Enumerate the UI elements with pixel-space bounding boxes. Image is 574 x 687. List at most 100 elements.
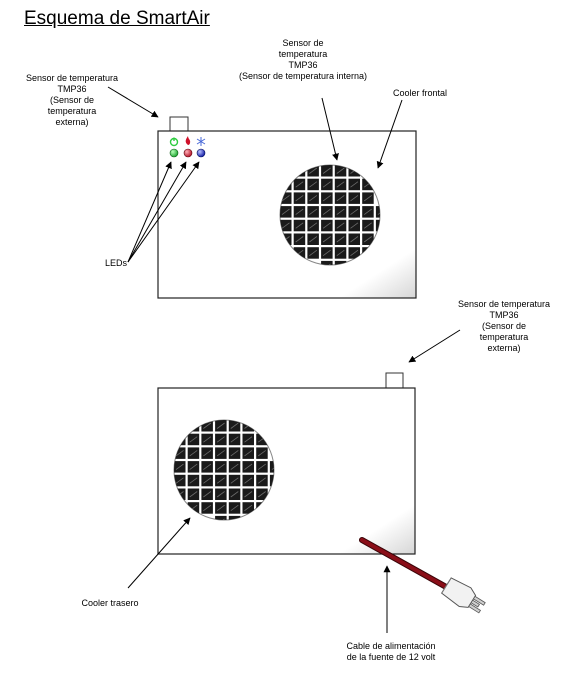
front-cooler-grill xyxy=(280,165,380,265)
fan-blade-hint xyxy=(244,477,253,484)
fan-blade-hint xyxy=(322,236,331,243)
fan-blade-hint xyxy=(257,477,266,484)
label-line: TMP36 xyxy=(489,310,519,320)
fan-blade-hint xyxy=(175,450,184,457)
fan-blade-hint xyxy=(189,477,198,484)
fan-blade-hint xyxy=(230,491,239,498)
fan-blade-hint xyxy=(230,450,239,457)
fan-blade-hint xyxy=(271,463,274,470)
label-line: LEDs xyxy=(104,258,127,268)
label-line: TMP36 xyxy=(57,84,87,94)
fan-blade-hint xyxy=(363,222,372,229)
label-line: temperatura xyxy=(479,332,529,342)
annotation-arrows xyxy=(107,86,461,633)
fan-blade-hint xyxy=(189,491,198,498)
grill-cell xyxy=(321,260,333,265)
fan-blade-hint xyxy=(309,222,318,229)
fan-blade-hint xyxy=(175,477,184,484)
fan-blade-hint xyxy=(216,491,225,498)
fan-blade-hint xyxy=(336,249,345,257)
led-panel xyxy=(169,136,206,158)
fan-blade-hint xyxy=(350,181,359,188)
fan-blade-hint xyxy=(244,436,253,443)
label-line: TMP36 xyxy=(288,60,318,70)
fan-blade-hint xyxy=(281,208,290,215)
label-line: externa) xyxy=(487,343,521,353)
power-icon xyxy=(169,137,179,147)
fan-blade-hint xyxy=(230,436,239,443)
label-line: Cooler trasero xyxy=(81,598,139,608)
fan-blade-hint xyxy=(363,195,372,202)
fan-blade-hint xyxy=(175,463,184,470)
grill-cell xyxy=(269,461,274,473)
grill-cell xyxy=(269,474,274,487)
fan-blade-hint xyxy=(244,463,253,470)
label-cable: Cable de alimentación de la fuente de 12… xyxy=(336,641,446,663)
fan-blade-hint xyxy=(363,208,372,215)
front-cooler xyxy=(279,164,381,266)
fan-blade-hint xyxy=(230,477,239,484)
arrow-sensor-right xyxy=(408,329,461,363)
fan-blade-hint xyxy=(203,477,212,484)
fan-blade-hint xyxy=(309,249,318,257)
label-sensor-right: Sensor de temperatura TMP36 (Sensor de t… xyxy=(450,299,558,354)
label-line: temperatura xyxy=(278,49,328,59)
label-line: Cable de alimentación xyxy=(346,641,436,651)
fan-blade-hint xyxy=(189,463,198,470)
fan-blade-hint xyxy=(322,167,331,174)
grill-cell xyxy=(375,219,380,232)
red-led xyxy=(183,148,193,158)
fan-blade-hint xyxy=(257,491,266,498)
front-unit xyxy=(157,116,417,299)
fan-blade-hint xyxy=(295,195,304,202)
fan-blade-hint xyxy=(216,422,225,429)
fan-blade-hint xyxy=(336,195,345,202)
fan-blade-hint xyxy=(216,436,225,443)
fan-blade-hint xyxy=(244,450,253,457)
fan-blade-hint xyxy=(350,208,359,215)
fan-blade-hint xyxy=(257,463,266,470)
external-sensor-right xyxy=(385,372,404,390)
fan-blade-hint xyxy=(336,236,345,243)
arrow-sensor-internal xyxy=(321,97,339,161)
rear-unit xyxy=(157,372,486,614)
fan-blade-hint xyxy=(309,236,318,243)
fan-blade-hint xyxy=(203,491,212,498)
label-line: de la fuente de 12 volt xyxy=(346,652,436,662)
arrow-led-blue xyxy=(127,161,200,263)
fan-blade-hint xyxy=(336,181,345,188)
grill-cell xyxy=(215,515,227,520)
fan-blade-hint xyxy=(322,195,331,202)
arrow-cooler-frontal xyxy=(376,99,403,169)
grill-cell xyxy=(228,515,241,520)
arrow-led-green xyxy=(127,161,172,263)
snowflake-icon xyxy=(196,137,206,146)
fan-blade-hint xyxy=(257,450,266,457)
fan-blade-hint xyxy=(295,236,304,243)
fan-blade-hint xyxy=(295,208,304,215)
fan-blade-hint xyxy=(281,195,290,202)
fan-blade-hint xyxy=(230,463,239,470)
fan-blade-hint xyxy=(189,450,198,457)
external-sensor-top xyxy=(169,116,189,133)
fan-blade-hint xyxy=(244,491,253,498)
label-line: temperatura xyxy=(47,106,97,116)
fan-blade-hint xyxy=(189,436,198,443)
fan-blade-hint xyxy=(309,181,318,188)
arrow-cooler-trasero xyxy=(127,517,191,589)
fan-blade-hint xyxy=(350,236,359,243)
label-sensor-internal: Sensor de temperatura TMP36 (Sensor de t… xyxy=(238,38,368,82)
label-line: Cooler frontal xyxy=(392,88,448,98)
grill-cell xyxy=(334,260,347,265)
fan-blade-hint xyxy=(216,477,225,484)
fan-blade-hint xyxy=(336,208,345,215)
flame-icon xyxy=(185,136,191,145)
fan-blade-hint xyxy=(203,463,212,470)
fan-blade-hint xyxy=(203,450,212,457)
fan-blade-hint xyxy=(216,518,225,520)
fan-blade-hint xyxy=(322,208,331,215)
label-line: Sensor de temperatura xyxy=(25,73,119,83)
fan-blade-hint xyxy=(309,208,318,215)
grill-cell xyxy=(375,206,380,218)
label-cooler-trasero: Cooler trasero xyxy=(70,598,150,609)
